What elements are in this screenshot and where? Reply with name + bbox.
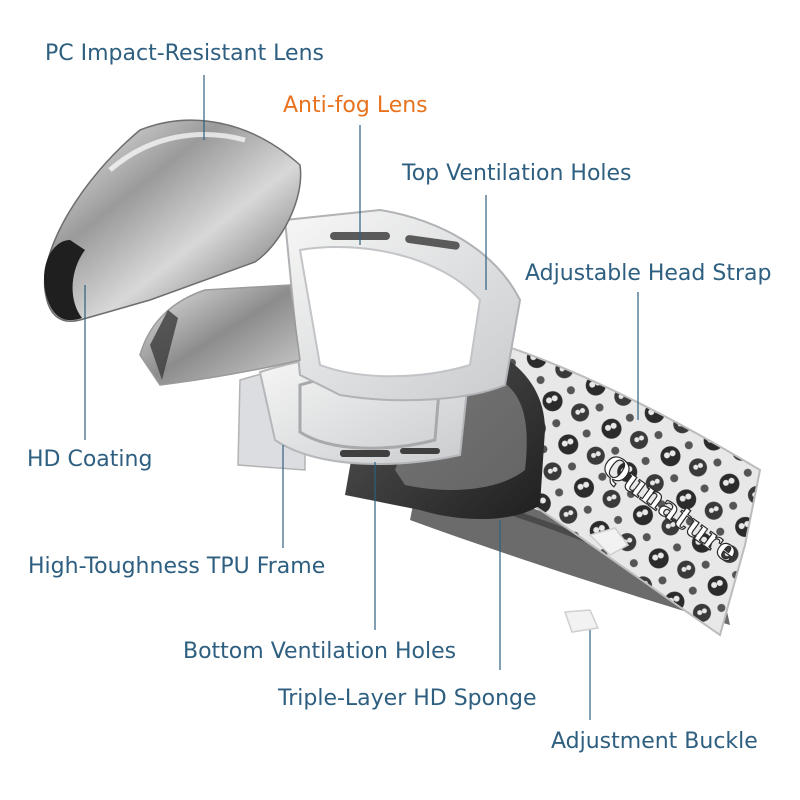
label-hd-coating: HD Coating [27,447,153,472]
bottom-vent-slot [340,450,390,457]
bottom-vent-slot [400,448,440,454]
label-buckle: Adjustment Buckle [551,729,758,754]
antifog-lens [139,284,301,386]
label-antifog-lens: Anti-fog Lens [283,93,428,118]
label-pc-lens: PC Impact-Resistant Lens [45,41,324,66]
label-bottom-vent: Bottom Ventilation Holes [183,639,457,664]
label-top-vent: Top Ventilation Holes [402,161,632,186]
pc-lens [43,119,302,322]
label-sponge: Triple-Layer HD Sponge [278,686,537,711]
leader-lines [84,75,639,720]
main-frame-opening [298,246,482,378]
buckle-clip [563,609,600,633]
buckle-top [588,527,630,556]
label-tpu-frame: High-Toughness TPU Frame [28,554,326,579]
pc-lens-rim [44,240,85,321]
antifog-lens-edge [150,310,178,380]
pc-lens-highlight [108,132,246,172]
top-vent-slot [405,235,460,250]
label-head-strap: Adjustable Head Strap [525,261,772,286]
